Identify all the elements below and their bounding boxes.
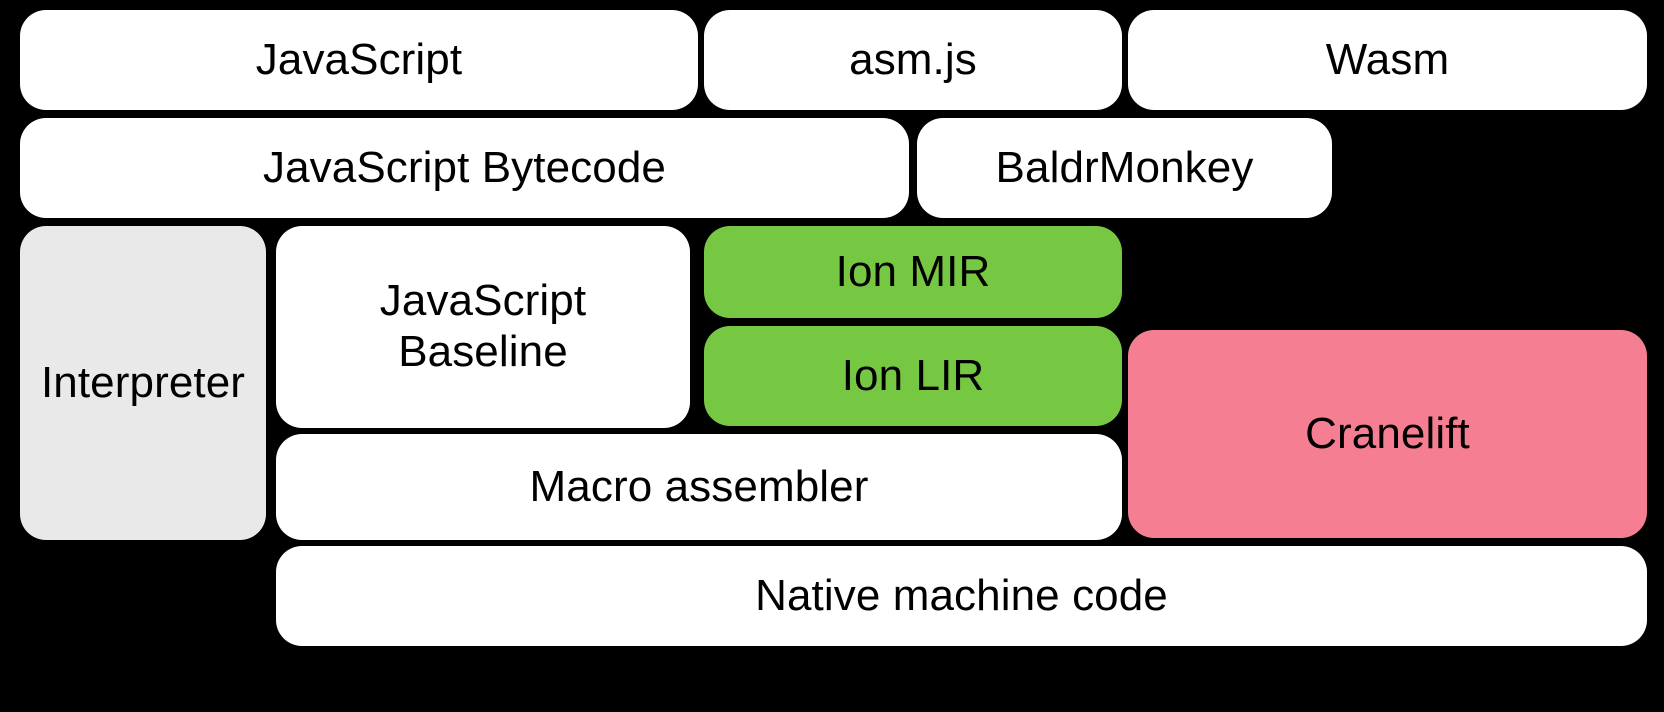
node-ion-mir[interactable]: Ion MIR <box>704 226 1122 318</box>
node-native-machine-code[interactable]: Native machine code <box>276 546 1647 646</box>
node-javascript-baseline[interactable]: JavaScript Baseline <box>276 226 690 428</box>
node-ion-lir[interactable]: Ion LIR <box>704 326 1122 426</box>
node-cranelift[interactable]: Cranelift <box>1128 330 1647 538</box>
node-asm-js[interactable]: asm.js <box>704 10 1122 110</box>
node-javascript-bytecode[interactable]: JavaScript Bytecode <box>20 118 909 218</box>
node-javascript[interactable]: JavaScript <box>20 10 698 110</box>
node-macro-assembler[interactable]: Macro assembler <box>276 434 1122 540</box>
node-interpreter[interactable]: Interpreter <box>20 226 266 540</box>
node-baldrmonkey[interactable]: BaldrMonkey <box>917 118 1332 218</box>
node-wasm[interactable]: Wasm <box>1128 10 1647 110</box>
